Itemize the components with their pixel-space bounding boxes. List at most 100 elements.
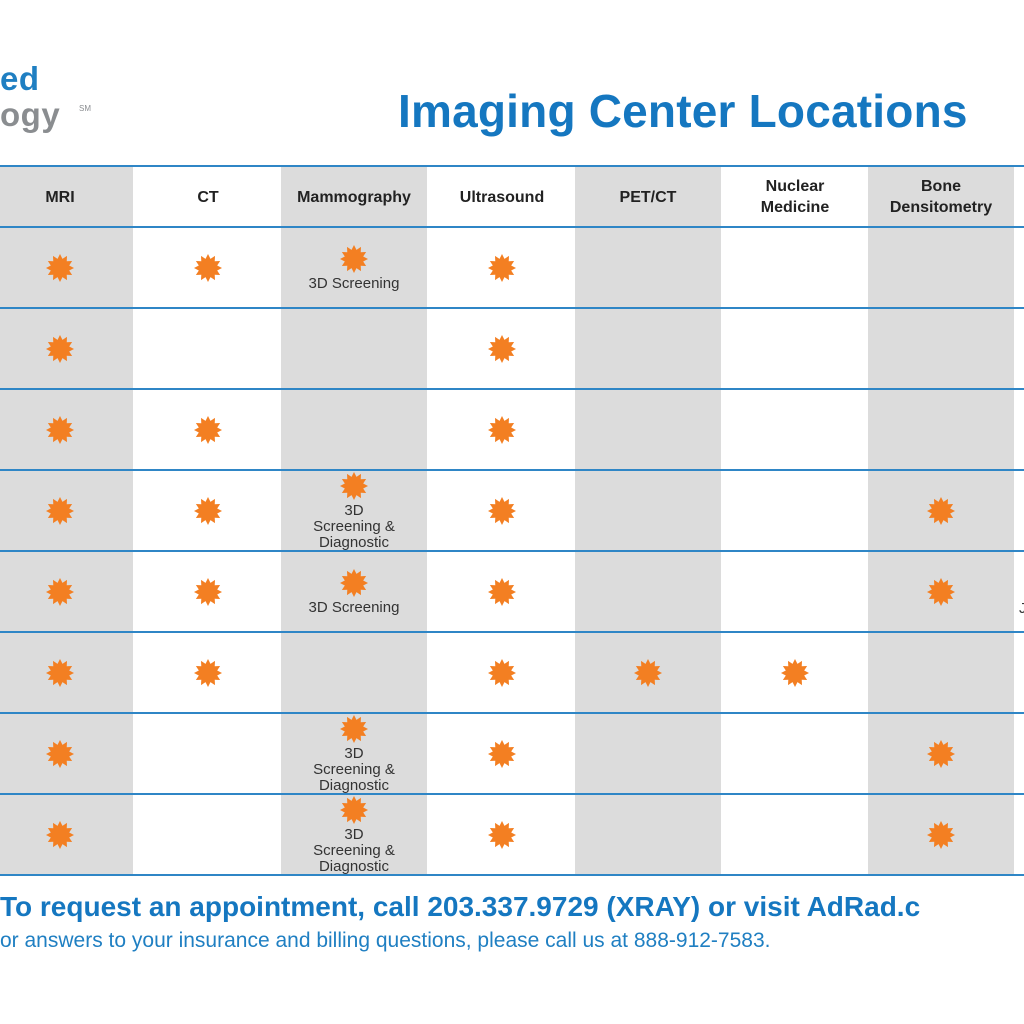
table-cell bbox=[429, 633, 575, 713]
billing-info: or answers to your insurance and billing… bbox=[0, 929, 771, 952]
table-cell bbox=[0, 390, 133, 470]
table-cell bbox=[868, 633, 1014, 713]
table-cell bbox=[135, 228, 281, 308]
available-star-icon bbox=[927, 497, 955, 525]
available-star-icon bbox=[340, 715, 368, 743]
shaded-column-band bbox=[281, 167, 427, 875]
table-cell bbox=[135, 309, 281, 389]
available-star-icon bbox=[46, 497, 74, 525]
available-star-icon bbox=[927, 821, 955, 849]
table-cell bbox=[722, 228, 868, 308]
available-star-icon bbox=[340, 796, 368, 824]
table-cell bbox=[0, 471, 133, 551]
table-cell: 3D Screening & Diagnostic bbox=[281, 714, 427, 794]
available-star-icon bbox=[46, 416, 74, 444]
column-header: Ultrasound bbox=[459, 188, 545, 206]
table-cell bbox=[135, 552, 281, 632]
row-divider bbox=[0, 469, 1024, 471]
column-header: Mammography bbox=[297, 188, 411, 206]
logo-text-top: ed bbox=[0, 60, 40, 97]
table-cell bbox=[281, 309, 427, 389]
table-cell bbox=[135, 633, 281, 713]
table-cell: 3D Screening bbox=[281, 228, 427, 308]
available-star-icon bbox=[46, 578, 74, 606]
table-cell bbox=[868, 552, 1014, 632]
column-header: Nuclear Medicine bbox=[760, 178, 830, 216]
table-cell: 3D Screening bbox=[281, 552, 427, 632]
available-star-icon bbox=[488, 254, 516, 282]
service-mark: SM bbox=[79, 104, 91, 113]
clipped-cell-text: J bbox=[1019, 600, 1024, 617]
table-cell bbox=[0, 795, 133, 875]
table-cell bbox=[722, 795, 868, 875]
table-cell bbox=[722, 309, 868, 389]
row-divider bbox=[0, 631, 1024, 633]
table-cell bbox=[135, 390, 281, 470]
table-cell bbox=[868, 390, 1014, 470]
table-cell bbox=[0, 309, 133, 389]
row-divider bbox=[0, 712, 1024, 714]
table-cell bbox=[429, 309, 575, 389]
table-cell bbox=[868, 309, 1014, 389]
column-header: Bone Densitometry bbox=[889, 178, 993, 216]
logo-text-bottom: ogy bbox=[0, 96, 61, 133]
available-star-icon bbox=[46, 659, 74, 687]
available-star-icon bbox=[927, 740, 955, 768]
available-star-icon bbox=[488, 335, 516, 363]
available-star-icon bbox=[488, 416, 516, 444]
column-header: PET/CT bbox=[619, 188, 677, 206]
available-star-icon bbox=[46, 254, 74, 282]
available-star-icon bbox=[488, 740, 516, 768]
row-divider bbox=[0, 226, 1024, 228]
available-star-icon bbox=[194, 659, 222, 687]
table-cell bbox=[575, 795, 721, 875]
table-cell bbox=[722, 714, 868, 794]
table-cell bbox=[575, 552, 721, 632]
row-divider bbox=[0, 388, 1024, 390]
table-cell bbox=[429, 471, 575, 551]
service-note: 3D Screening bbox=[308, 599, 400, 616]
table-cell bbox=[281, 633, 427, 713]
available-star-icon bbox=[194, 497, 222, 525]
table-cell bbox=[575, 471, 721, 551]
table-cell bbox=[575, 309, 721, 389]
table-cell bbox=[0, 633, 133, 713]
available-star-icon bbox=[634, 659, 662, 687]
page-title: Imaging Center Locations bbox=[398, 85, 968, 137]
table-cell bbox=[722, 471, 868, 551]
table-cell: 3D Screening & Diagnostic bbox=[281, 471, 427, 551]
table-cell bbox=[575, 390, 721, 470]
table-cell bbox=[722, 633, 868, 713]
table-cell bbox=[575, 228, 721, 308]
row-divider bbox=[0, 165, 1024, 167]
available-star-icon bbox=[488, 659, 516, 687]
row-divider bbox=[0, 550, 1024, 552]
table-cell bbox=[0, 552, 133, 632]
service-note: 3D Screening bbox=[308, 275, 400, 292]
table-cell bbox=[575, 633, 721, 713]
available-star-icon bbox=[46, 821, 74, 849]
row-divider bbox=[0, 793, 1024, 795]
available-star-icon bbox=[488, 821, 516, 849]
table-cell bbox=[429, 795, 575, 875]
table-cell bbox=[868, 714, 1014, 794]
shaded-column-band bbox=[575, 167, 721, 875]
service-note: 3D Screening & Diagnostic bbox=[313, 502, 395, 551]
available-star-icon bbox=[781, 659, 809, 687]
table-cell bbox=[868, 228, 1014, 308]
table-cell: 3D Screening & Diagnostic bbox=[281, 795, 427, 875]
available-star-icon bbox=[194, 578, 222, 606]
service-note: 3D Screening & Diagnostic bbox=[313, 826, 395, 875]
appointment-call-to-action: To request an appointment, call 203.337.… bbox=[0, 891, 921, 922]
available-star-icon bbox=[340, 569, 368, 597]
column-header: CT bbox=[197, 188, 219, 206]
available-star-icon bbox=[194, 416, 222, 444]
available-star-icon bbox=[340, 472, 368, 500]
table-cell bbox=[0, 714, 133, 794]
table-cell bbox=[429, 228, 575, 308]
table-cell bbox=[722, 390, 868, 470]
service-note: 3D Screening & Diagnostic bbox=[313, 745, 395, 794]
available-star-icon bbox=[927, 578, 955, 606]
table-cell bbox=[429, 390, 575, 470]
column-header: MRI bbox=[45, 188, 75, 206]
